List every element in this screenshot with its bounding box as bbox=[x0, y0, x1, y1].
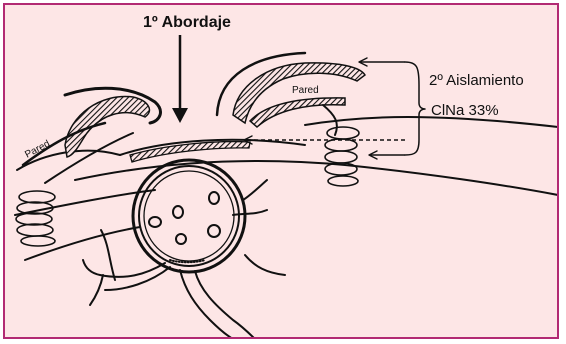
vesicle bbox=[149, 217, 161, 227]
cyst bbox=[133, 160, 245, 272]
right-wall-fold bbox=[217, 53, 365, 135]
surgical-diagram: 1º Abordaje 2º Aislamiento ClNa 33% Pare… bbox=[5, 5, 559, 339]
vessels bbox=[83, 180, 285, 339]
vesicle bbox=[176, 234, 186, 244]
vesicle bbox=[208, 225, 220, 237]
abordaje-label: 1º Abordaje bbox=[143, 14, 231, 31]
solution-label: ClNa 33% bbox=[431, 102, 499, 119]
right-coils bbox=[325, 127, 359, 186]
aislamiento-label: 2º Aislamiento bbox=[429, 72, 524, 89]
diagram-frame: 1º Abordaje 2º Aislamiento ClNa 33% Pare… bbox=[3, 3, 559, 339]
pared-right-label: Pared bbox=[292, 85, 319, 96]
abordaje-arrow bbox=[172, 35, 188, 123]
tissue-layers bbox=[15, 117, 558, 260]
vesicle bbox=[173, 206, 183, 218]
left-coils bbox=[16, 191, 55, 246]
vesicle bbox=[209, 192, 219, 204]
